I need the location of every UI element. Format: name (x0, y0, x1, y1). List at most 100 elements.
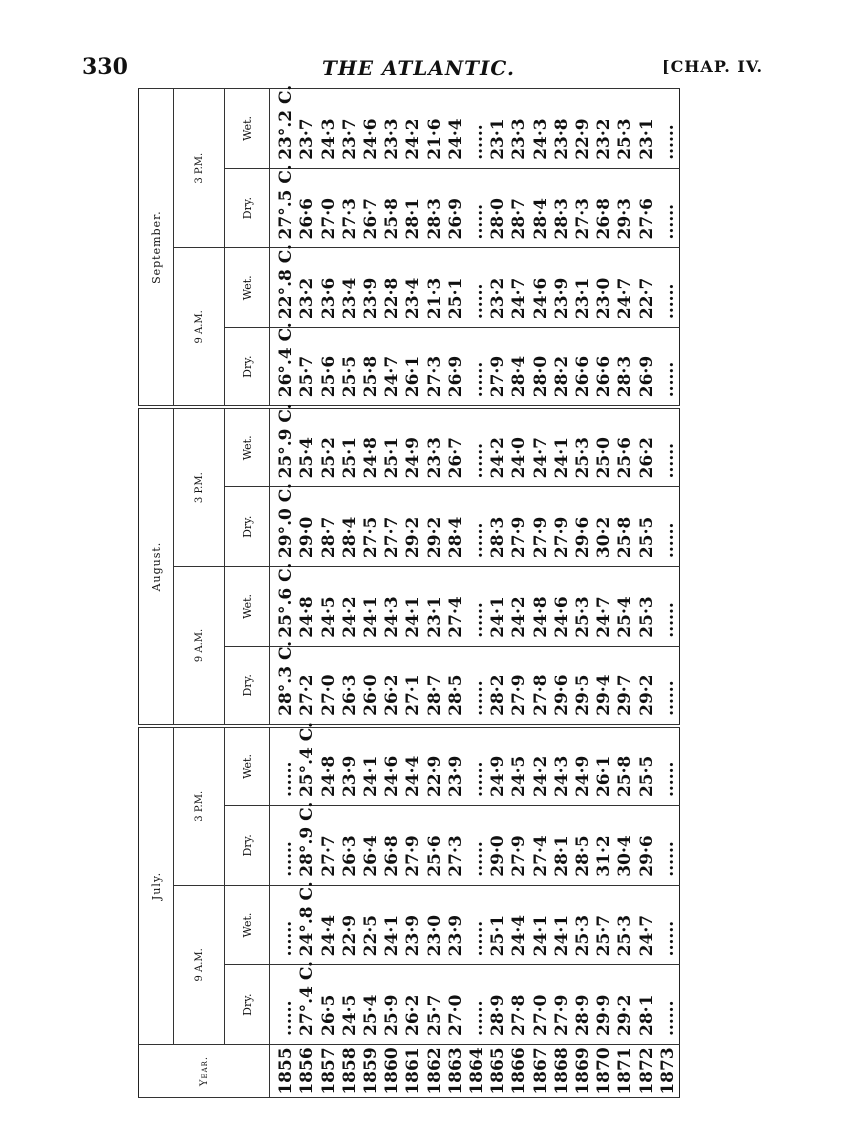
temperature-cell: 22·9 (339, 885, 361, 965)
thermometer-header: Wet. (224, 566, 270, 647)
temperature-cell: ...... (466, 168, 489, 248)
temperature-cell: 27·0 (445, 964, 467, 1045)
temperature-table: Year.July.August.September.9 A.M.3 P.M.9… (138, 85, 680, 1098)
year-cell: 1868 (551, 1044, 573, 1098)
temperature-cell: 24·2 (509, 566, 531, 647)
thermometer-header: Dry. (224, 646, 270, 726)
temperature-cell: 30·2 (594, 486, 616, 567)
temperature-cell: 24·2 (488, 407, 510, 487)
temperature-cell: ...... (657, 327, 680, 408)
temperature-cell: 27·7 (382, 486, 404, 567)
temperature-cell: 24·5 (318, 566, 340, 647)
temperature-cell: 25·8 (615, 486, 637, 567)
temperature-cell: 27·7 (318, 805, 340, 886)
temperature-cell: 26·2 (382, 646, 404, 726)
temperature-cell: 29·6 (636, 805, 658, 886)
thermometer-header: Wet. (224, 725, 270, 806)
temperature-cell: 27·9 (551, 964, 573, 1045)
temperature-cell: 26·6 (594, 327, 616, 408)
temperature-cell: 25·3 (572, 566, 595, 647)
temperature-cell: 23·2 (488, 247, 510, 328)
temperature-cell: ...... (657, 646, 680, 726)
temperature-cell: 27·0 (318, 168, 340, 248)
temperature-cell: 24·9 (403, 407, 425, 487)
thermometer-header: Wet. (224, 885, 270, 965)
temperature-cell: ...... (657, 168, 680, 248)
temperature-cell: 30·4 (615, 805, 637, 886)
temperature-cell: 25·7 (297, 327, 319, 408)
year-cell: 1855 (269, 1044, 298, 1098)
temperature-cell: 25·4 (297, 407, 319, 487)
temperature-cell: 25·9 (382, 964, 404, 1045)
chapter-label: [CHAP. IV. (662, 57, 764, 76)
temperature-cell: 21·3 (424, 247, 446, 328)
temperature-cell: 23·9 (445, 725, 467, 806)
temperature-cell: 26·8 (382, 805, 404, 886)
temperature-cell: ...... (466, 327, 489, 408)
temperature-cell: 27·4 (445, 566, 467, 647)
temperature-cell: 29·2 (615, 964, 637, 1045)
thermometer-header: Dry. (224, 964, 270, 1045)
temperature-cell: 24·7 (382, 327, 404, 408)
temperature-cell: 25·8 (382, 168, 404, 248)
temperature-cell: ...... (269, 725, 298, 806)
temperature-cell: 26·2 (636, 407, 658, 487)
temperature-cell: 29·9 (594, 964, 616, 1045)
temperature-cell: 24·6 (530, 247, 552, 328)
temperature-cell: 28·3 (551, 168, 573, 248)
temperature-cell: 28·0 (530, 327, 552, 408)
temperature-cell: 24·3 (318, 88, 340, 169)
temperature-cell: ...... (466, 885, 489, 965)
temperature-cell: 26·5 (318, 964, 340, 1045)
temperature-cell: 24·4 (509, 885, 531, 965)
temperature-cell: 26·7 (445, 407, 467, 487)
temperature-cell: 24·7 (509, 247, 531, 328)
thermometer-header: Dry. (224, 805, 270, 886)
year-cell: 1867 (530, 1044, 552, 1098)
temperature-cell: 29·4 (594, 646, 616, 726)
year-cell: 1870 (594, 1044, 616, 1098)
thermometer-header: Wet. (224, 88, 270, 169)
temperature-cell: 31·2 (594, 805, 616, 886)
temperature-cell: 24·1 (382, 885, 404, 965)
temperature-cell: 24·6 (382, 725, 404, 806)
temperature-cell: 25·8 (360, 327, 383, 408)
temperature-cell: 24·1 (551, 407, 573, 487)
temperature-cell: 29·6 (551, 646, 573, 726)
temperature-cell: 24°.8 C. (297, 881, 319, 965)
temperature-cell: 24·5 (339, 964, 361, 1045)
year-cell: 1869 (572, 1044, 595, 1098)
temperature-cell: 26·1 (594, 725, 616, 806)
time-header: 9 A.M. (173, 566, 225, 726)
month-header: July. (138, 725, 174, 1045)
temperature-cell: 25°.4 C. (297, 722, 319, 806)
temperature-cell: 25°.9 C. (269, 403, 298, 487)
temperature-cell: 24·5 (509, 725, 531, 806)
temperature-cell: 24·6 (551, 566, 573, 647)
time-header: 3 P.M. (173, 407, 225, 567)
temperature-cell: 28·0 (488, 168, 510, 248)
temperature-cell: 28·4 (509, 327, 531, 408)
temperature-cell: 22·9 (572, 88, 595, 169)
temperature-cell: 25·5 (339, 327, 361, 408)
temperature-cell: ...... (466, 646, 489, 726)
temperature-cell: 26·6 (297, 168, 319, 248)
temperature-cell: 28·3 (615, 327, 637, 408)
year-cell: 1859 (360, 1044, 383, 1098)
temperature-cell: 23·9 (360, 247, 383, 328)
temperature-cell: 24·7 (530, 407, 552, 487)
temperature-cell: 24·2 (530, 725, 552, 806)
temperature-cell: 25·7 (424, 964, 446, 1045)
temperature-cell: 29·5 (572, 646, 595, 726)
temperature-cell: 22·9 (424, 725, 446, 806)
temperature-cell: ...... (657, 964, 680, 1045)
temperature-cell: 23·2 (594, 88, 616, 169)
temperature-cell: 27·3 (445, 805, 467, 886)
time-header: 9 A.M. (173, 885, 225, 1045)
temperature-cell: ...... (657, 725, 680, 806)
time-header: 3 P.M. (173, 725, 225, 886)
